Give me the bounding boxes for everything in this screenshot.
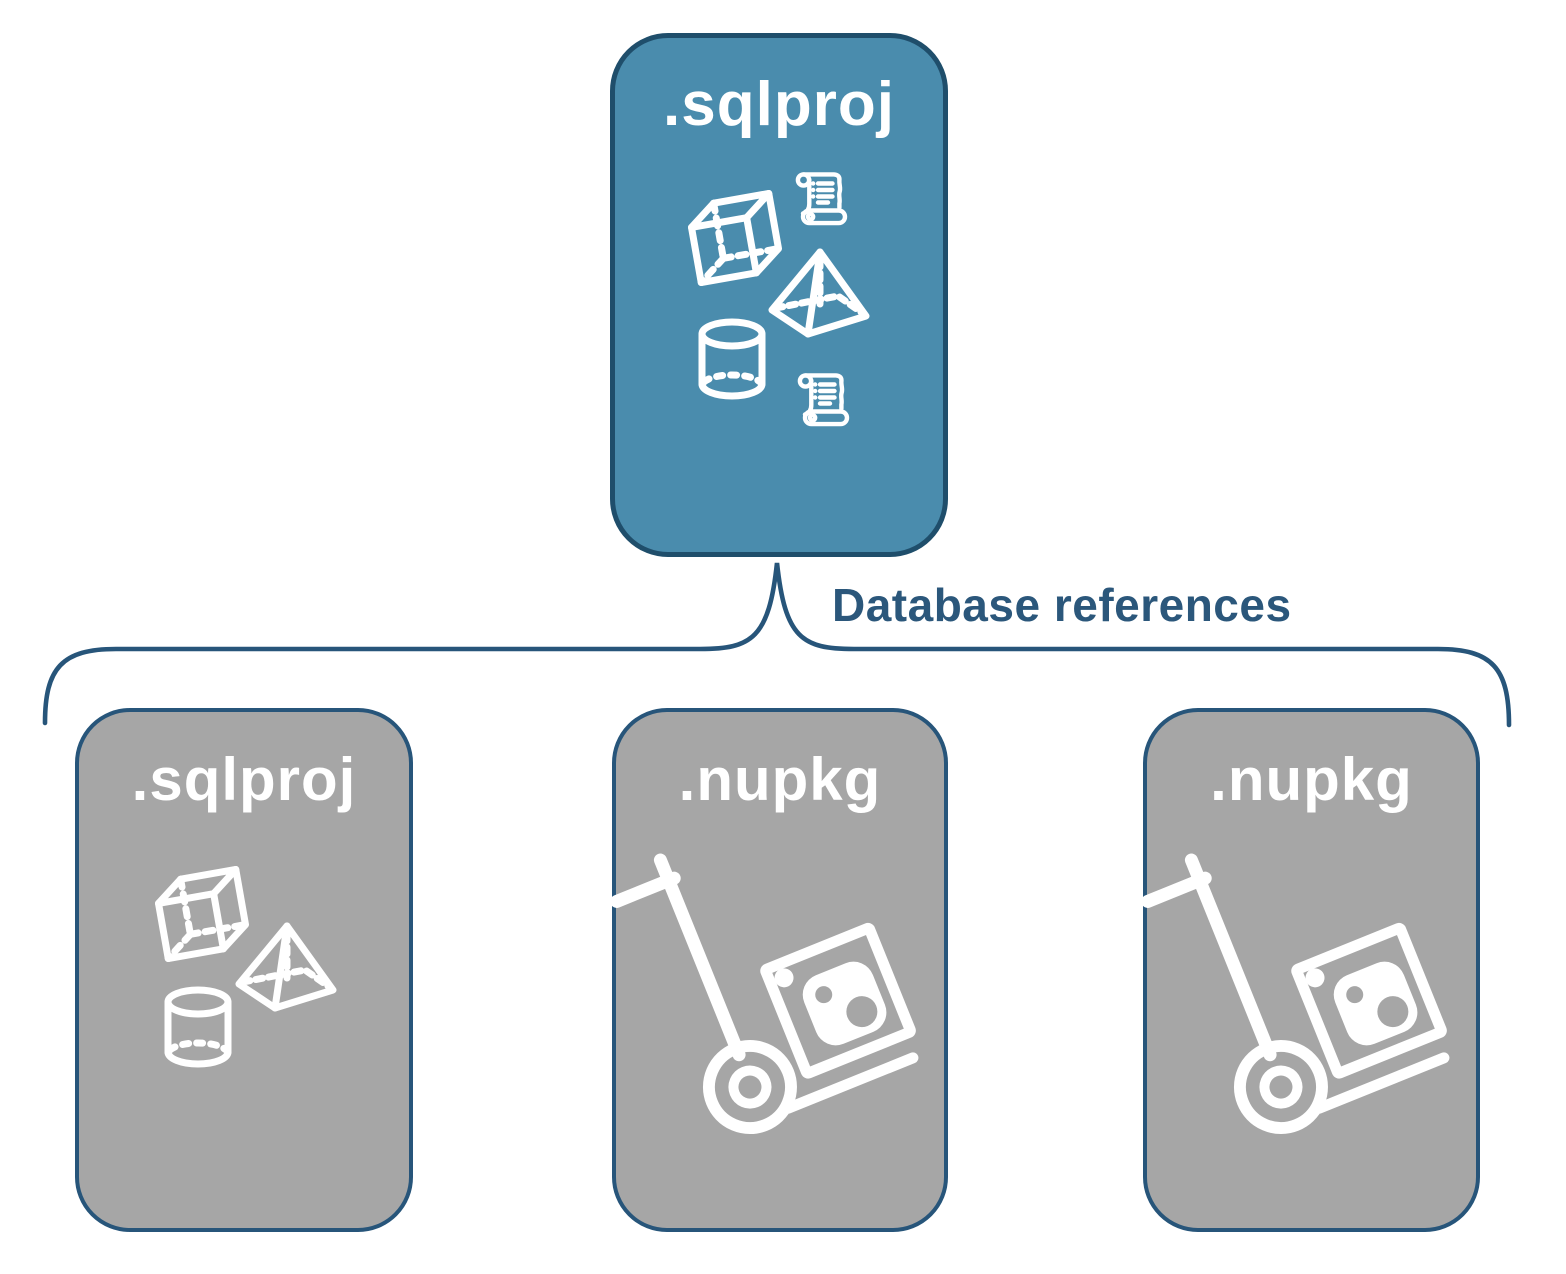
node-child-nupkg-1: .nupkg [612,708,948,1232]
node-child-nupkg-2: .nupkg [1143,708,1480,1232]
node-child-sqlproj: .sqlproj [75,708,413,1232]
node-root-title: .sqlproj [663,70,895,139]
node-child-nupkg-2-title: .nupkg [1210,746,1413,813]
node-child-nupkg-1-title: .nupkg [678,746,882,813]
node-root-sqlproj: .sqlproj [610,33,948,557]
node-child-sqlproj-title: .sqlproj [131,746,357,813]
connector-label: Database references [832,579,1292,631]
